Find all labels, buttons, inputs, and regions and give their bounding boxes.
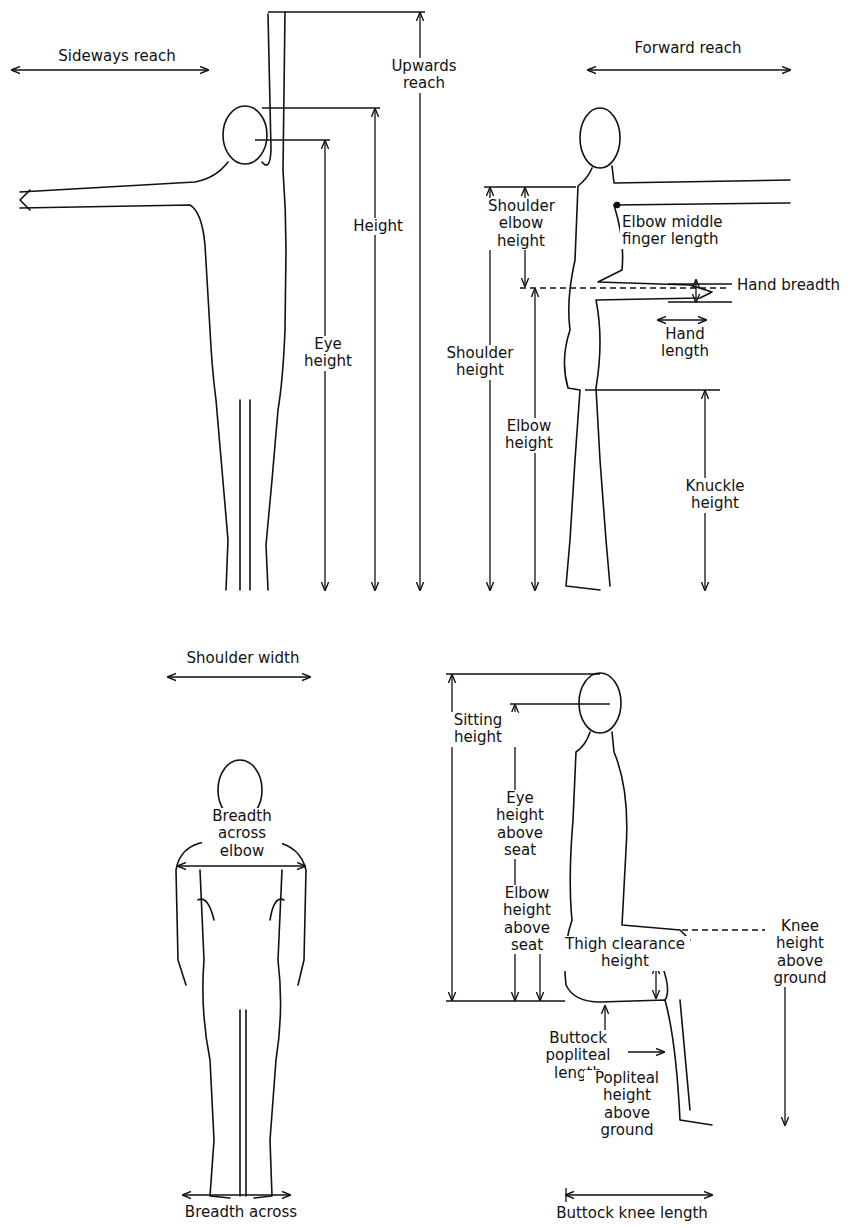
- extension-line: [510, 703, 610, 704]
- dimension-label: Hand length: [654, 326, 716, 361]
- extension-line: [255, 139, 330, 140]
- dimension-arrow: [374, 109, 375, 590]
- extension-line: [484, 186, 576, 187]
- dimension-label: Thigh clearance height: [560, 936, 690, 971]
- standing-side-figure: [564, 108, 790, 590]
- dimension-label: Breadth across: [180, 1204, 302, 1221]
- dimension-arrow: [588, 69, 790, 70]
- dimension-arrow: [655, 966, 656, 998]
- extension-line: [262, 107, 380, 108]
- extension-line: [585, 389, 720, 390]
- dimension-label: Hand breadth: [735, 277, 851, 294]
- extension-line: [446, 1000, 565, 1001]
- extension-line: [565, 1188, 566, 1202]
- dimension-label: Eye height above seat: [490, 790, 550, 859]
- dimension-arrow: [658, 319, 706, 320]
- dimension-label: Upwards reach: [386, 58, 462, 93]
- dimension-label: Buttock knee length: [530, 1205, 734, 1222]
- body-outlines: [20, 12, 790, 1198]
- dimension-label: Shoulder elbow height: [486, 198, 556, 250]
- dimension-label: Knuckle height: [676, 478, 754, 513]
- dimension-arrow: [566, 1194, 712, 1195]
- extension-line: [446, 673, 600, 674]
- dimension-label: Height: [350, 218, 406, 235]
- extension-line: [668, 283, 732, 284]
- dimension-label: Shoulder width: [170, 650, 316, 667]
- dimension-arrow: [178, 865, 305, 866]
- dimension-label: Shoulder height: [440, 345, 520, 380]
- dimension-lines: [12, 12, 790, 1202]
- dimension-label: Sitting height: [438, 712, 518, 747]
- dimension-label: Popliteal height above ground: [584, 1070, 670, 1139]
- dimension-label: Forward reach: [615, 40, 761, 57]
- dimension-label: Breadth across elbow: [202, 808, 282, 860]
- dimension-label: Elbow height above seat: [494, 885, 560, 954]
- extension-line: [268, 11, 425, 12]
- dimension-arrow: [419, 13, 420, 590]
- standing-front-figure: [20, 12, 286, 590]
- dimension-label: Knee height above ground: [765, 918, 835, 987]
- dimension-label: Elbow height: [497, 418, 561, 453]
- dimension-label: Sideways reach: [30, 48, 204, 65]
- dimension-arrow: [695, 280, 696, 302]
- extension-line: [668, 301, 732, 302]
- dimension-arrow: [168, 676, 310, 677]
- dimension-arrow: [183, 1194, 290, 1195]
- standing-back-figure: [176, 760, 306, 1198]
- dimension-arrow: [12, 69, 208, 70]
- elbow-line: [520, 287, 730, 288]
- dimension-label: Eye height: [299, 336, 357, 371]
- dimension-label: Elbow middle finger length: [620, 214, 742, 249]
